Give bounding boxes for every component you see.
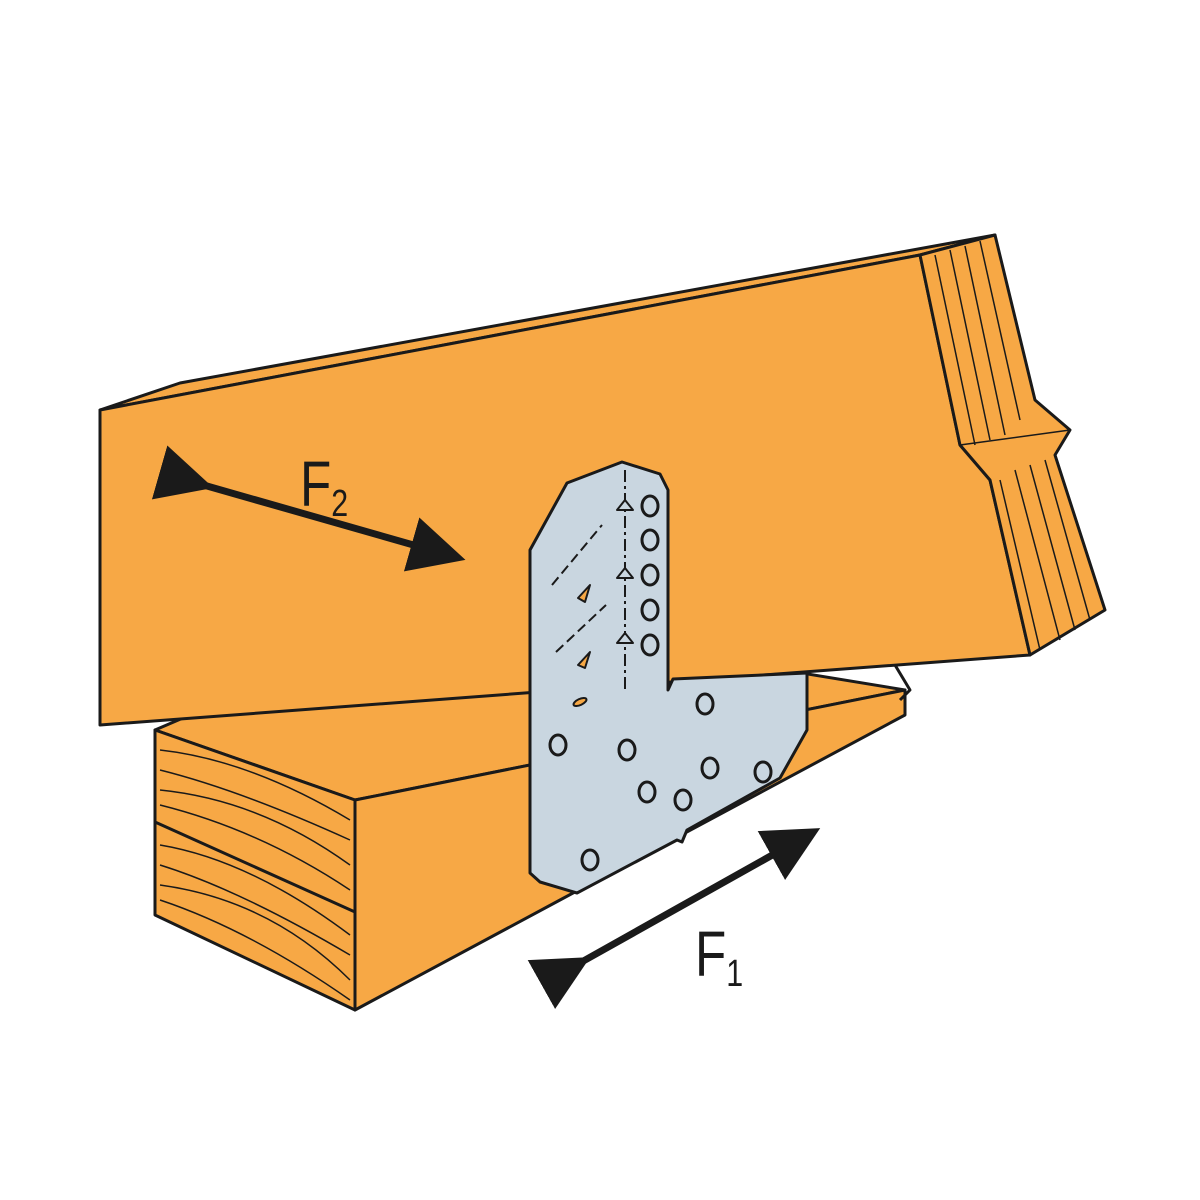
force-1-letter: F [695,918,727,990]
angle-plate-connector [528,460,809,895]
force-2-label: F2 [300,452,348,523]
plate-triangles [572,499,634,708]
beam-notch [893,664,912,702]
force-2-subscript: 2 [331,483,349,525]
force-1-subscript: 1 [726,953,744,995]
top-beam-grain [934,240,1091,651]
lower-block-grain [159,749,351,1001]
lower-block-end-grain [153,728,357,1012]
force-1-arrow [527,828,821,1009]
force-2-arrow [151,445,466,572]
force-2-letter: F [300,448,332,520]
lower-block-ply-seam [154,820,356,914]
plate-slots [551,470,626,690]
top-beam-end-grain [918,233,1107,657]
force-1-label: F1 [695,922,743,993]
